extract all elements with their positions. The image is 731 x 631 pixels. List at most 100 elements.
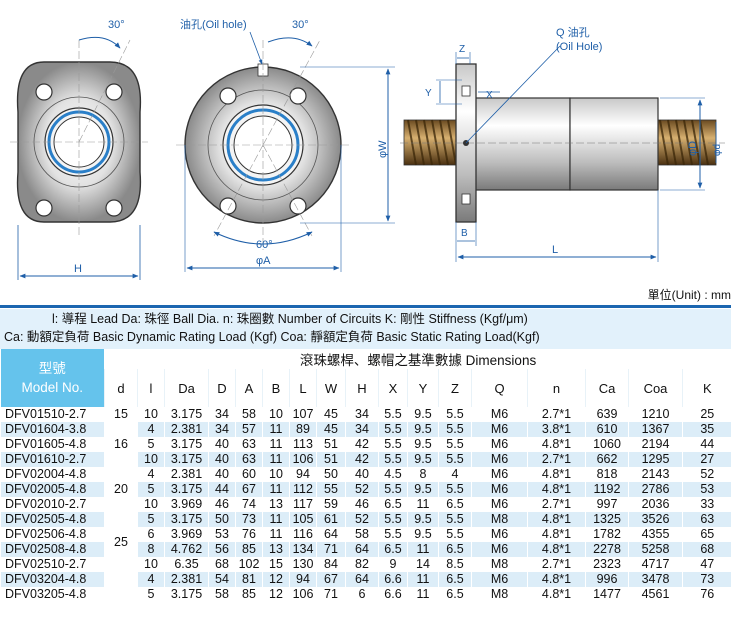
cell-l: 94 <box>289 572 317 587</box>
cell-da: 2.381 <box>164 467 209 482</box>
cell-q: M6 <box>471 407 528 422</box>
cell-l: 107 <box>289 407 317 422</box>
cell-x: 4.5 <box>378 467 408 482</box>
cell-l: 89 <box>289 422 317 437</box>
cell-b: 11 <box>262 527 290 542</box>
cell-l: 4 <box>137 467 165 482</box>
cell-l: 130 <box>289 557 317 572</box>
cell-da: 4.762 <box>164 542 209 557</box>
column-header-h: H <box>345 369 379 407</box>
cell-a: 73 <box>235 512 263 527</box>
cell-h: 42 <box>345 452 379 467</box>
cell-x: 6.6 <box>378 572 408 587</box>
cell-y: 9.5 <box>407 482 439 497</box>
cell-x: 6.6 <box>378 587 408 602</box>
cell-w: 59 <box>316 497 346 512</box>
column-header-coa: Coa <box>628 369 683 407</box>
cell-q: M6 <box>471 497 528 512</box>
cell-ca: 996 <box>585 572 629 587</box>
cell-l: 134 <box>289 542 317 557</box>
cell-h: 58 <box>345 527 379 542</box>
cell-l: 5 <box>137 512 165 527</box>
cell-coa: 2786 <box>628 482 683 497</box>
cell-l: 6 <box>137 527 165 542</box>
cell-ca: 1325 <box>585 512 629 527</box>
cell-k: 33 <box>681 497 731 512</box>
cell-n: 4.8*1 <box>527 482 586 497</box>
column-header-q: Q <box>471 369 528 407</box>
cell-b: 12 <box>262 572 290 587</box>
cell-ca: 2278 <box>585 542 629 557</box>
cell-h: 46 <box>345 497 379 512</box>
cell-z: 4 <box>438 467 472 482</box>
cell-h: 42 <box>345 437 379 452</box>
cell-d: 56 <box>208 542 236 557</box>
cell-ca: 2323 <box>585 557 629 572</box>
cell-coa: 2143 <box>628 467 683 482</box>
cell-b: 11 <box>262 422 290 437</box>
column-header-a: A <box>235 369 263 407</box>
dim-H-label: H <box>74 263 82 275</box>
cell-y: 8 <box>407 467 439 482</box>
model-number-cell: DFV01605-4.8 <box>0 437 105 452</box>
cell-z: 5.5 <box>438 482 472 497</box>
cell-h: 64 <box>345 572 379 587</box>
cell-x: 5.5 <box>378 422 408 437</box>
cell-coa: 1295 <box>628 452 683 467</box>
cell-da: 3.175 <box>164 512 209 527</box>
cell-coa: 2194 <box>628 437 683 452</box>
cell-h: 82 <box>345 557 379 572</box>
cell-y: 11 <box>407 542 439 557</box>
cell-da: 2.381 <box>164 422 209 437</box>
column-header-d: d <box>104 369 138 407</box>
cell-w: 71 <box>316 542 346 557</box>
cell-w: 45 <box>316 422 346 437</box>
angle-30-right-label: 30° <box>292 19 309 31</box>
cell-b: 11 <box>262 452 290 467</box>
cell-q: M6 <box>471 452 528 467</box>
cell-a: 57 <box>235 422 263 437</box>
model-number-cell: DFV01510-2.7 <box>0 407 105 422</box>
cell-y: 9.5 <box>407 422 439 437</box>
cell-z: 6.5 <box>438 587 472 602</box>
cell-coa: 4717 <box>628 557 683 572</box>
cell-ca: 1477 <box>585 587 629 602</box>
cell-d: 40 <box>208 437 236 452</box>
header-separator <box>0 305 731 308</box>
cell-da: 3.175 <box>164 482 209 497</box>
technical-drawing: 30° H 30° 油孔(Oil hole) 60° φW φ <box>10 17 725 280</box>
cell-w: 64 <box>316 527 346 542</box>
cell-da: 3.175 <box>164 407 209 422</box>
cell-y: 11 <box>407 497 439 512</box>
dim-W-label: φW <box>377 140 389 158</box>
model-number-cell: DFV03205-4.8 <box>0 587 105 602</box>
dim-Z-label: Z <box>459 44 465 55</box>
cell-l: 10 <box>137 497 165 512</box>
cell-a: 85 <box>235 587 263 602</box>
cell-w: 84 <box>316 557 346 572</box>
cell-k: 73 <box>681 572 731 587</box>
column-header-x: X <box>378 369 408 407</box>
cell-ca: 1782 <box>585 527 629 542</box>
cell-h: 6 <box>345 587 379 602</box>
cell-l: 117 <box>289 497 317 512</box>
cell-l: 113 <box>289 437 317 452</box>
dim-X-label: X <box>486 90 493 101</box>
cell-da: 2.381 <box>164 572 209 587</box>
cell-coa: 2036 <box>628 497 683 512</box>
cell-k: 63 <box>681 512 731 527</box>
cell-x: 5.5 <box>378 407 408 422</box>
cell-d: 68 <box>208 557 236 572</box>
cell-y: 9.5 <box>407 452 439 467</box>
cell-x: 6.5 <box>378 542 408 557</box>
cell-q: M6 <box>471 527 528 542</box>
cell-l: 10 <box>137 557 165 572</box>
shaft-diameter-cell: 16 <box>104 422 138 467</box>
cell-d: 34 <box>208 407 236 422</box>
cell-z: 6.5 <box>438 542 472 557</box>
